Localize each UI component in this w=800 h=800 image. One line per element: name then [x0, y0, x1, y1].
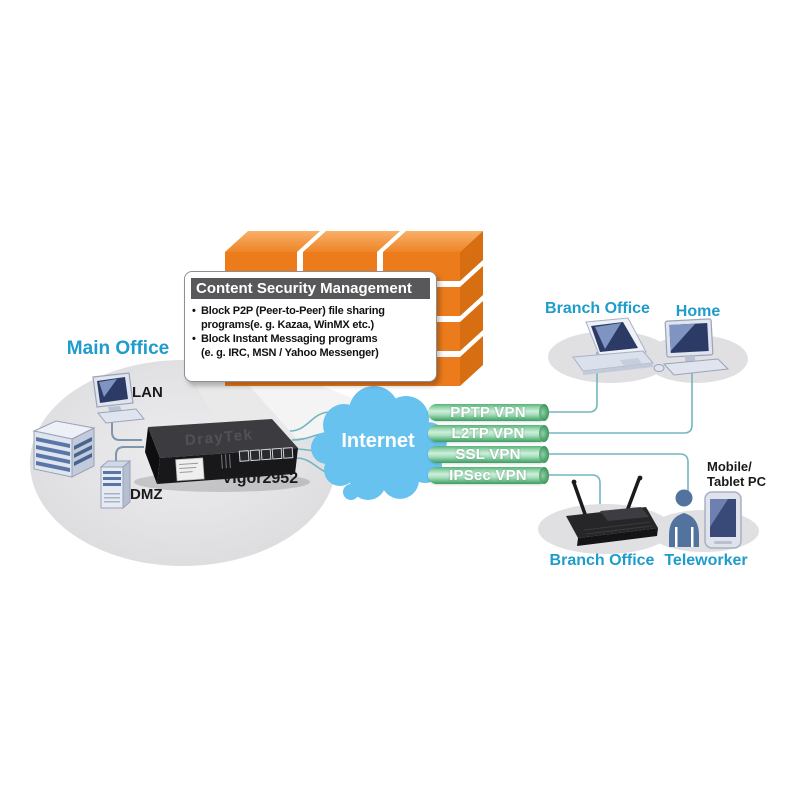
internet-label: Internet: [341, 430, 415, 452]
home-label: Home: [675, 303, 721, 320]
wireless-router-icon: [566, 475, 658, 546]
laptop-icon: [572, 317, 654, 375]
vpn-tube-ssl-label: SSL VPN: [455, 446, 521, 463]
router-model-label: Vigor2952: [221, 470, 299, 487]
vpn-tube-ipsec: IPSec VPN: [428, 467, 549, 484]
teleworker-label: Teleworker: [664, 552, 748, 569]
server-icon: [99, 459, 132, 510]
csm-callout-box: Content Security Management • Block P2P …: [184, 271, 437, 382]
main-office-label: Main Office: [66, 338, 170, 359]
csm-bullet-list: • Block P2P (Peer-to-Peer) file sharing …: [185, 303, 436, 360]
dmz-label: DMZ: [130, 486, 163, 503]
vpn-tube-ssl: SSL VPN: [428, 446, 549, 463]
csm-title: Content Security Management: [191, 278, 430, 299]
csm-bullet-im: • Block Instant Messaging programs (e. g…: [192, 333, 379, 359]
tablet-icon: [704, 491, 742, 549]
vpn-tube-l2tp-label: L2TP VPN: [451, 425, 525, 442]
branch-office-top-label: Branch Office: [545, 300, 650, 317]
office-building-icon: [32, 420, 96, 478]
desktop-computer-icon: [92, 372, 145, 424]
branch-office-bottom-label: Branch Office: [549, 552, 655, 569]
router-device-icon: DrayTek: [134, 419, 310, 492]
csm-bullet-p2p: • Block P2P (Peer-to-Peer) file sharing …: [192, 305, 385, 331]
draytek-logo: DrayTek: [184, 426, 254, 449]
mobile-tablet-label: Mobile/ Tablet PC: [707, 459, 766, 489]
vpn-tube-ipsec-label: IPSec VPN: [449, 467, 527, 484]
lan-label: LAN: [132, 384, 163, 401]
monitor-icon: [653, 318, 730, 376]
person-icon: [669, 489, 699, 547]
vpn-tube-pptp: PPTP VPN: [428, 404, 549, 421]
vpn-tube-l2tp: L2TP VPN: [428, 425, 549, 442]
lan-dmz-lines: [111, 416, 144, 463]
vpn-tube-pptp-label: PPTP VPN: [450, 404, 526, 421]
